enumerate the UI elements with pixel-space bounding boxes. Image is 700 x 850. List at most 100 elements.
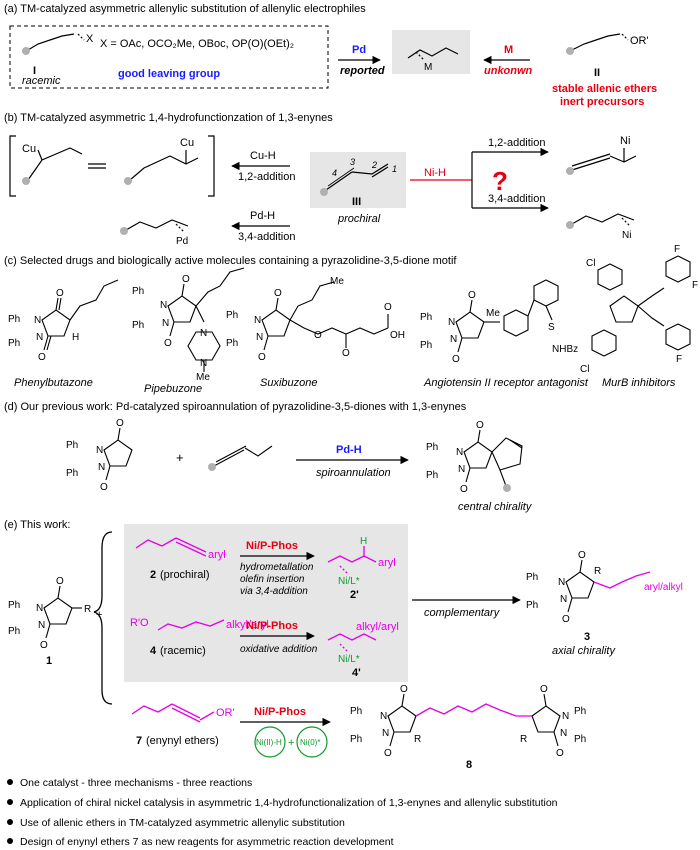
f-label: F — [676, 354, 682, 365]
o-label: O — [384, 302, 392, 313]
num-2: 2 — [371, 160, 377, 170]
ni-bottom-label: Ni — [622, 230, 631, 241]
n-label: N — [254, 315, 261, 326]
ph-label: Ph — [426, 470, 438, 481]
r-label: R — [414, 734, 421, 745]
unknown-label: unkonwn — [484, 65, 533, 77]
stable-allenic-ethers: stable allenic ethers — [552, 83, 657, 95]
n-label: N — [456, 447, 463, 458]
oh-label: OH — [390, 330, 405, 341]
add34-left-label: 3,4-addition — [238, 231, 296, 243]
n-label: N — [36, 603, 43, 614]
plus-sign: + — [176, 450, 184, 465]
o-label: O — [460, 484, 468, 495]
add12-right-label: 1,2-addition — [488, 137, 546, 149]
ni2h-label: Ni(II)-H — [256, 738, 282, 747]
bullet-dot — [7, 779, 13, 785]
ph-label: Ph — [8, 626, 20, 637]
ni0-label: Ni(0)* — [300, 738, 320, 747]
gray-node — [566, 221, 574, 229]
cu-label-left: Cu — [22, 143, 36, 155]
compound-I-label: I — [33, 65, 36, 77]
aryl-label: aryl — [208, 549, 226, 561]
prochiral-label: (prochiral) — [160, 569, 210, 581]
n-label: N — [160, 300, 167, 311]
inert-precursors: inert precursors — [560, 96, 644, 108]
pipebuzone-name: Pipebuzone — [144, 383, 202, 395]
me-label: Me — [330, 276, 344, 287]
murb-name: MurB inhibitors — [602, 377, 676, 389]
o-label: O — [116, 418, 124, 429]
r-label: R — [520, 734, 527, 745]
compound-1-structure — [43, 585, 82, 639]
ph-label: Ph — [426, 442, 438, 453]
o-label: O — [38, 352, 46, 363]
bullet-4: Design of enynyl ethers 7 as new reagent… — [20, 836, 394, 848]
compound-4-structure — [157, 619, 225, 631]
section-e-heading: (e) This work: — [4, 519, 70, 531]
enyne-box — [310, 152, 406, 208]
n-label: N — [98, 462, 105, 473]
mechanism-line-3: via 3,4-addition — [240, 586, 308, 597]
racemic-label: (racemic) — [160, 645, 206, 657]
aryl-label: aryl — [378, 557, 396, 569]
o-label: O — [476, 420, 484, 431]
question-mark: ? — [492, 166, 508, 196]
leaving-group-list: X = OAc, OCO₂Me, OBoc, OP(O)(OEt)₂ — [100, 38, 294, 50]
ph-label: Ph — [526, 600, 538, 611]
ph-label: Ph — [66, 468, 78, 479]
compound-4-label: 4 — [150, 645, 157, 657]
mechanism-line-2: olefin insertion — [240, 574, 305, 585]
catalyst-label-top: Ni/P-Phos — [246, 540, 298, 552]
cu-label-right: Cu — [180, 137, 194, 149]
murb-structure — [591, 255, 691, 357]
n-label: N — [256, 332, 263, 343]
product-3-structure — [565, 559, 595, 613]
ph-label: Ph — [132, 286, 144, 297]
bullet-dot — [7, 838, 13, 844]
oxidative-addition-label: oxidative addition — [240, 644, 318, 655]
section-b-heading: (b) TM-catalyzed asymmetric 1,4-hydrofun… — [4, 112, 333, 124]
pdh-label: Pd-H — [250, 210, 275, 222]
plus-sign: + — [288, 737, 294, 749]
product-8-structure — [387, 693, 561, 747]
n-label: N — [380, 711, 387, 722]
ph-label: Ph — [526, 572, 538, 583]
ph-label: Ph — [574, 706, 586, 717]
m-label: M — [504, 44, 513, 56]
compound-II-label: II — [594, 67, 600, 79]
ph-label: Ph — [350, 734, 362, 745]
gray-node — [208, 463, 216, 471]
cl-label: Cl — [580, 364, 589, 375]
phenylbutazone-name: Phenylbutazone — [14, 377, 93, 389]
o-label: O — [562, 614, 570, 625]
num-3: 3 — [350, 157, 355, 167]
leaving-group-x: X — [86, 33, 94, 45]
r-label: R — [84, 604, 91, 615]
me-label: Me — [486, 308, 500, 319]
ph-label: Ph — [226, 310, 238, 321]
gray-node — [320, 188, 328, 196]
o-label: O — [400, 684, 408, 695]
nil-label-middle: Ni/L* — [338, 654, 360, 665]
gray-node — [503, 484, 511, 492]
o-label: O — [468, 290, 476, 301]
nil-label-top: Ni/L* — [338, 576, 360, 587]
bullet-dot — [7, 819, 13, 825]
n-label: N — [162, 318, 169, 329]
ni-34-product-structure — [571, 213, 635, 227]
r-label: R — [594, 566, 601, 577]
f-label: F — [692, 280, 698, 291]
spiroannulation-label: spiroannulation — [316, 467, 391, 479]
o-label: O — [452, 354, 460, 365]
metal-m-center: M — [424, 62, 432, 73]
compound-1-label: 1 — [46, 655, 52, 667]
alkylaryl-label: alkyl/aryl — [356, 621, 399, 633]
o-label: O — [342, 348, 350, 359]
intermediate-2p-structure — [327, 546, 377, 575]
n-label: N — [200, 358, 207, 369]
compound-III-label: III — [352, 196, 361, 208]
o-label: O — [56, 576, 64, 587]
left-brace — [93, 531, 113, 705]
